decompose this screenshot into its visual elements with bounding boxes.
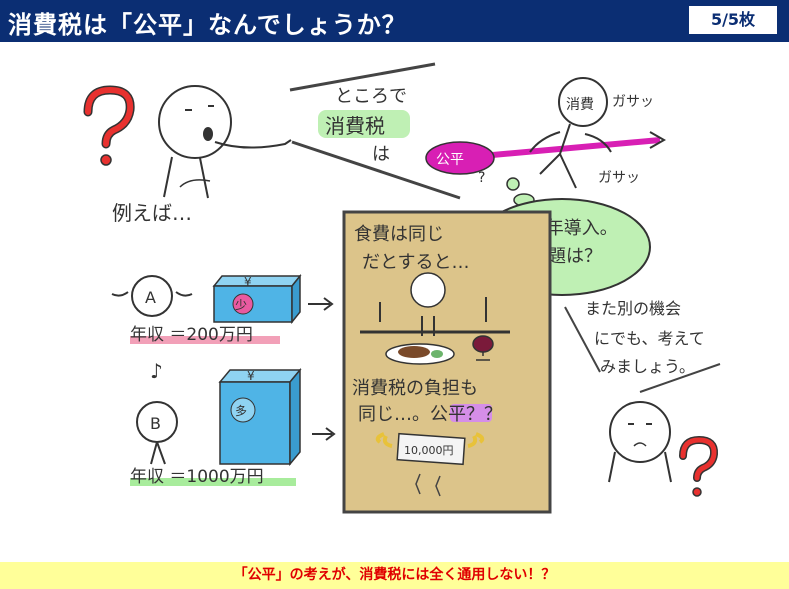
footer-text: 「公平」の考えが、消費税には全く通用しない！？ [233,567,556,583]
banknote: 10,000円 [404,444,454,457]
board-fairness-highlight [450,404,492,422]
intro-highlight [318,110,410,138]
footer-banner: 「公平」の考えが、消費税には全く通用しない！？ [0,562,789,589]
side-line1: また別の機会 [585,299,681,318]
pointing-person-figure [158,85,292,199]
box-large-yen: ¥ [247,369,255,383]
box-large-char: 多 [235,404,247,418]
board-line1: 食費は同じ [354,224,444,245]
income-b: 年収 ＝1000万円 [130,467,264,487]
red-question-icon [83,85,135,166]
example-label: 例えば… [112,201,192,225]
illustration: 例えば… ところで 消費税 は 公平 ? 消費 ガサッ ガサッ 1989年導入。… [83,62,721,514]
fairness-pin: 公平 [425,131,667,175]
box-large: 多 ¥ [218,367,302,467]
slide-title: 消費税は「公平」なんでしょうか？ [8,11,407,39]
side-note: また別の機会 にでも、考えて みましょう。 [564,299,721,393]
person-b-label: B [150,414,161,433]
box-small-yen: ¥ [244,275,252,289]
box-small: 少 ¥ [212,273,302,325]
income-a: 年収 ＝200万円 [130,325,253,345]
person-a-label: A [145,288,156,307]
sfx-top: ガサッ [612,94,654,110]
fairness-tag: 公平 [436,152,464,168]
box-small-char: 少 [235,298,247,312]
running-person-figure: 消費 [529,77,612,189]
board-line2: だとすると… [362,252,469,273]
side-line3: みましょう。 [600,357,695,376]
music-note-icon: ♪ [150,359,163,383]
small-question: ? [478,170,485,186]
board-line3: 消費税の負担も [352,378,478,399]
central-board: 食費は同じ だとすると… 消費税の負担も 同じ…。公平？？ 10,000円 [342,210,552,514]
intro-word: 消費税 [325,114,385,138]
income-a-underline [130,336,280,344]
runner-tag: 消費 [566,97,594,113]
board-line4: 同じ…。公平？？ [358,404,502,425]
person-b: B [136,401,178,465]
intro-line1: ところで [335,86,407,107]
side-line2: にでも、考えて [594,329,705,348]
intro-line3: は [372,144,390,165]
person-a: A [111,275,193,317]
red-question-icon-small [679,435,719,497]
income-b-underline [130,478,296,486]
slide-header: 消費税は「公平」なんでしょうか？ 5/5枚 [0,0,789,42]
page-counter: 5/5枚 [689,6,777,34]
thinking-person-figure [608,401,672,483]
sfx-bottom: ガサッ [598,170,640,186]
